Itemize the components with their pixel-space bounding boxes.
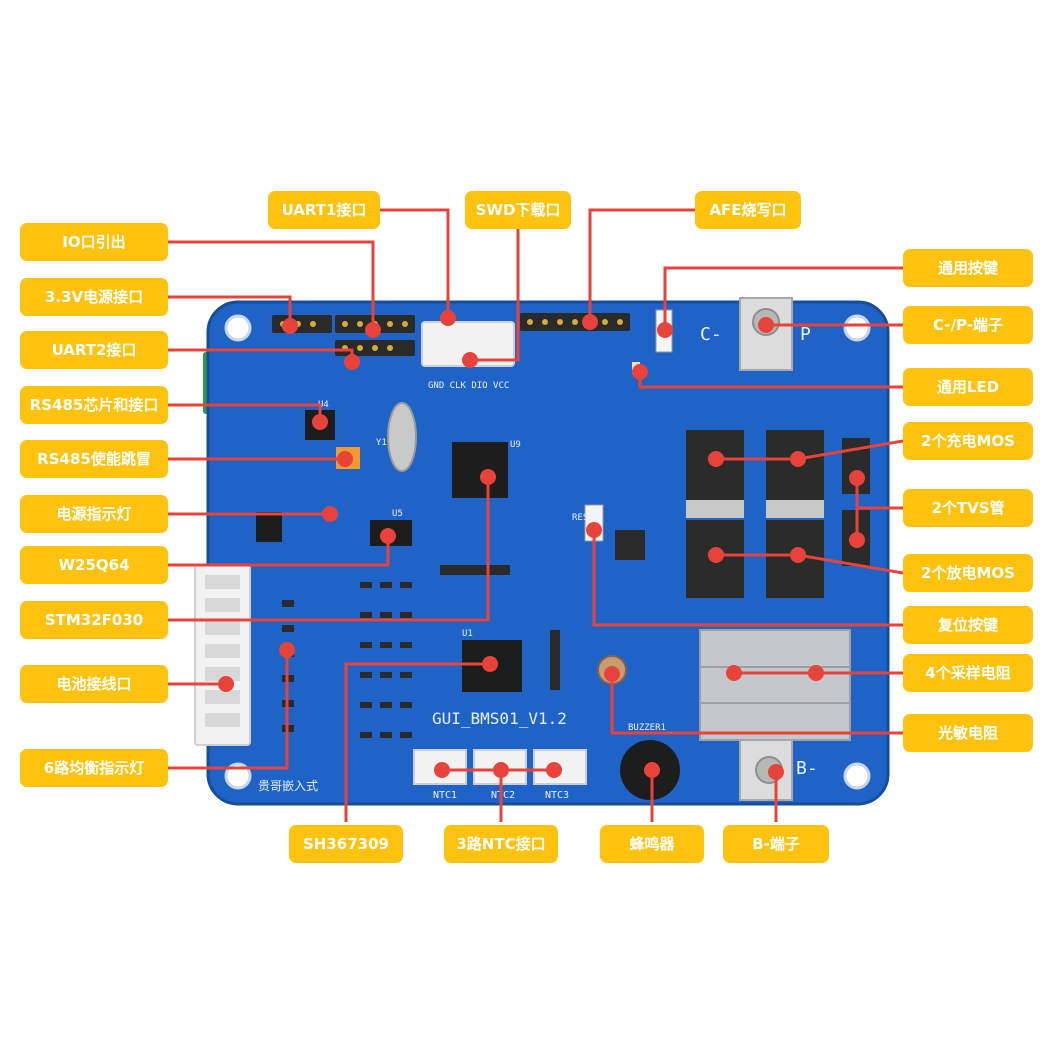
leader-lines	[168, 208, 904, 822]
label-io: IO口引出	[20, 223, 168, 261]
label-buzzer: 蜂鸣器	[600, 825, 704, 863]
flash-ref: U5	[392, 509, 403, 519]
board-brand-text: 贵哥嵌入式	[258, 779, 318, 793]
label-sample-res: 4个采样电阻	[903, 654, 1033, 692]
label-stm32: STM32F030	[20, 601, 168, 639]
label-swd: SWD下载口	[465, 191, 571, 229]
ntc3-text: NTC3	[545, 790, 569, 801]
rs485-ref: U4	[318, 400, 329, 410]
ntc1-text: NTC1	[433, 790, 457, 801]
label-discharge-mos: 2个放电MOS	[903, 554, 1033, 592]
label-ntc-port: 3路NTC接口	[444, 825, 558, 863]
swd-pins-text: GND CLK DIO VCC	[428, 381, 509, 391]
label-uart1: UART1接口	[268, 191, 380, 229]
label-sh367309: SH367309	[289, 825, 403, 863]
label-photo-res: 光敏电阻	[903, 714, 1033, 752]
label-general-key: 通用按键	[903, 249, 1033, 287]
label-charge-mos: 2个充电MOS	[903, 422, 1033, 460]
mcu-ref: U9	[510, 440, 521, 450]
mounting-holes	[224, 314, 871, 790]
crystal-ref: Y1	[376, 438, 387, 448]
board-model-text: GUI_BMS01_V1.2	[432, 709, 567, 728]
label-battery-port: 电池接线口	[20, 665, 168, 703]
label-rs485-jumper: RS485使能跳冒	[20, 440, 168, 478]
stm32-chip	[452, 442, 508, 498]
label-balance-led: 6路均衡指示灯	[20, 749, 168, 787]
sample-resistors	[699, 629, 851, 741]
terminal-c-text: C-	[700, 324, 722, 345]
label-w25q64: W25Q64	[20, 546, 168, 584]
mosfets	[686, 430, 824, 598]
label-rs485-chip: RS485芯片和接口	[20, 386, 168, 424]
ntc2-text: NTC2	[491, 790, 515, 801]
reset-text: RESET	[572, 513, 600, 523]
label-b-terminal: B-端子	[723, 825, 829, 863]
label-general-led: 通用LED	[903, 368, 1033, 406]
ntc-connectors	[413, 749, 587, 785]
leader-dots	[218, 310, 865, 780]
label-uart2: UART2接口	[20, 331, 168, 369]
terminal-p-text: P	[800, 324, 811, 345]
label-afe-burn: AFE烧写口	[695, 191, 801, 229]
crystal	[387, 402, 417, 472]
label-cp-terminal: C-/P-端子	[903, 306, 1033, 344]
label-power33: 3.3V电源接口	[20, 278, 168, 316]
label-tvs: 2个TVS管	[903, 489, 1033, 527]
afe-ref: U1	[462, 629, 473, 639]
label-power-led: 电源指示灯	[20, 495, 168, 533]
label-reset-key: 复位按键	[903, 606, 1033, 644]
terminal-b-text: B-	[796, 758, 818, 779]
buzzer-ref: BUZZER1	[628, 723, 666, 733]
